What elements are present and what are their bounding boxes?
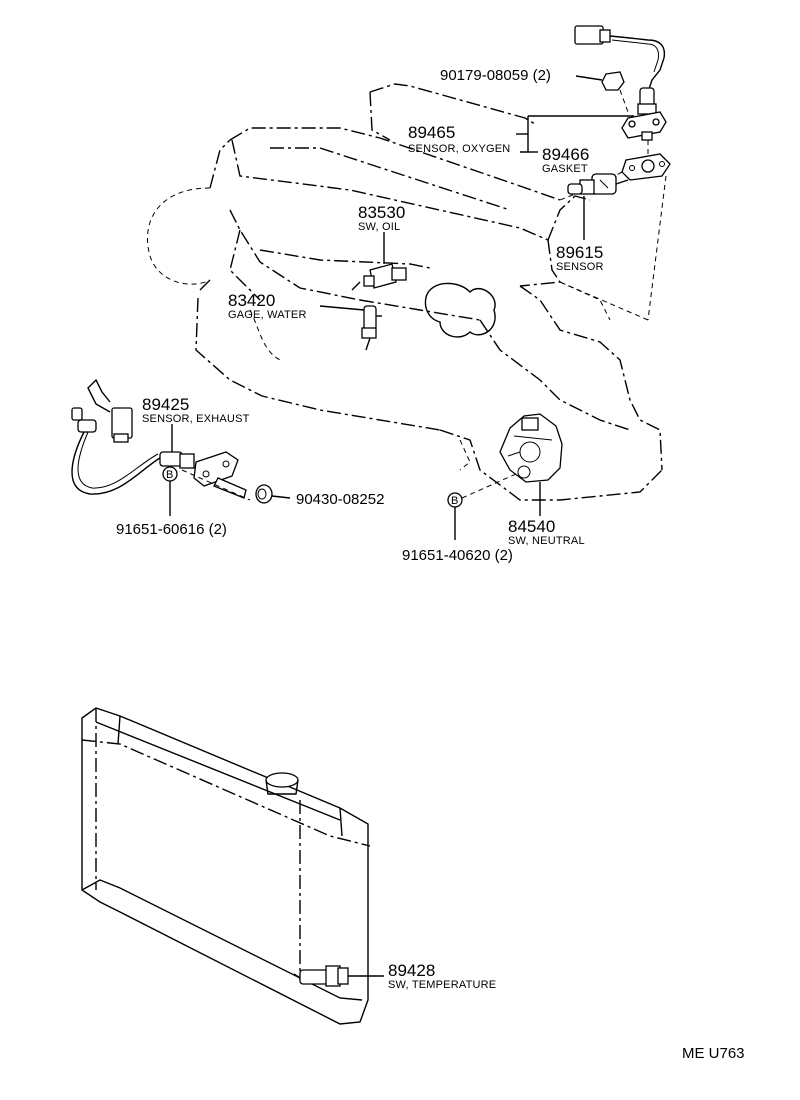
oil-switch-drawing <box>351 232 407 291</box>
exhaust-sensor-drawing <box>71 378 291 504</box>
part-name-89425: SENSOR, EXHAUST <box>142 413 250 425</box>
part-code-91651-60616: 91651-60616 (2) <box>116 521 227 538</box>
part-code-91651-40620: 91651-40620 (2) <box>402 547 513 564</box>
callout-90430: 90430-08252 <box>296 491 384 508</box>
callout-89465: 89465 SENSOR, OXYGEN <box>408 123 510 155</box>
bolt-ref-b-right: B <box>451 495 459 507</box>
footer: ME U763 <box>682 1045 745 1062</box>
callout-89425: 89425 SENSOR, EXHAUST <box>142 395 250 425</box>
part-number-89615: 89615 <box>556 243 603 262</box>
callout-89428: 89428 SW, TEMPERATURE <box>388 961 496 991</box>
engine-outline <box>147 83 663 501</box>
part-number-89466: 89466 <box>542 145 589 164</box>
callout-84540: 84540 SW, NEUTRAL <box>508 517 585 547</box>
part-code-90179: 90179-08059 (2) <box>440 67 551 84</box>
part-code-90430: 90430-08252 <box>296 491 384 508</box>
neutral-switch-drawing <box>461 413 563 516</box>
callout-83420: 83420 GAGE, WATER <box>228 291 307 321</box>
oxygen-bracket <box>516 115 634 153</box>
part-number-89428: 89428 <box>388 961 435 980</box>
part-number-83530: 83530 <box>358 203 405 222</box>
part-name-84540: SW, NEUTRAL <box>508 535 585 547</box>
part-name-89615: SENSOR <box>556 261 604 273</box>
radiator-drawing <box>81 707 384 1025</box>
oxygen-sensor-drawing <box>559 25 671 321</box>
part-number-89425: 89425 <box>142 395 189 414</box>
part-name-89428: SW, TEMPERATURE <box>388 979 496 991</box>
callout-89466: 89466 GASKET <box>542 145 589 175</box>
bolt-ref-b-left: B <box>166 469 174 481</box>
callout-91651-60616: B 91651-60616 (2) <box>116 466 227 538</box>
diagram-code: ME U763 <box>682 1045 745 1062</box>
part-name-83420: GAGE, WATER <box>228 309 307 321</box>
part-name-83530: SW, OIL <box>358 221 400 233</box>
callout-83530: 83530 SW, OIL <box>358 203 405 233</box>
callout-89615: 89615 SENSOR <box>556 243 604 273</box>
sensor-89615-drawing <box>567 173 629 240</box>
part-number-84540: 84540 <box>508 517 555 536</box>
part-number-89465: 89465 <box>408 123 455 142</box>
part-name-89466: GASKET <box>542 163 588 175</box>
part-number-83420: 83420 <box>228 291 275 310</box>
part-name-89465: SENSOR, OXYGEN <box>408 143 510 155</box>
callout-90179: 90179-08059 (2) <box>440 67 603 84</box>
water-gage-drawing <box>319 305 382 351</box>
callout-91651-40620: B 91651-40620 (2) <box>402 492 513 564</box>
